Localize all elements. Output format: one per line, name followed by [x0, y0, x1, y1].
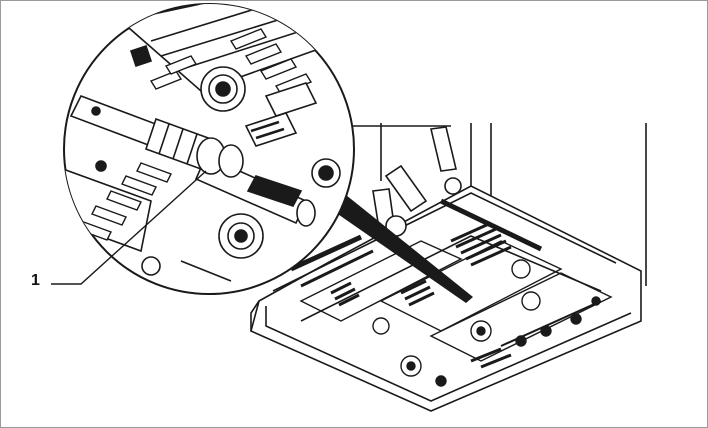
projection-beam — [319, 191, 473, 303]
callout-leader-1 — [51, 170, 207, 285]
callout-label-1: 1 — [31, 272, 40, 289]
control-panel — [289, 198, 613, 387]
boiler-cabinet — [250, 123, 647, 412]
magnifier-detail — [63, 3, 355, 295]
